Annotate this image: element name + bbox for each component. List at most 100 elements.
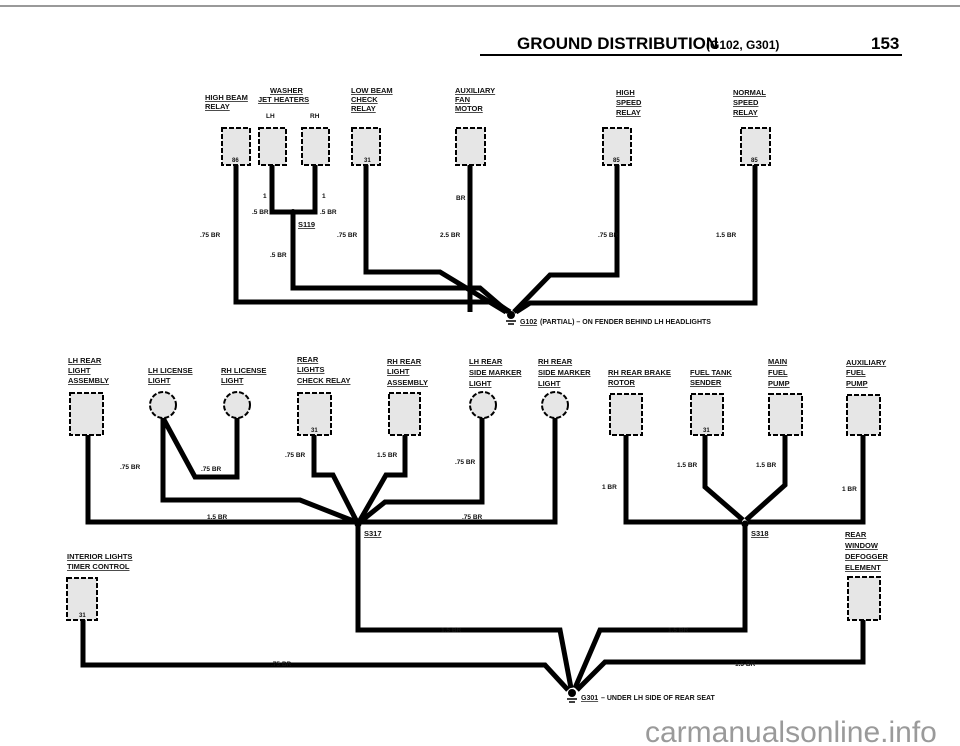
label-text: RH REAR [387,357,422,366]
connector-circle [741,520,749,528]
label-text: 1 BR [602,484,617,491]
label-text: SIDE MARKER [469,368,522,377]
lh-rear-side-marker-light: LH REAR SIDE MARKER LIGHT [469,357,522,419]
washer-rh-box [301,127,330,166]
label-text: BR [456,195,466,202]
component-box [846,394,881,436]
label-text: 2.5 BR [440,232,461,239]
wire [290,212,510,314]
label-text: RELAY [733,108,758,117]
connector-circle [541,391,569,419]
connector-circle [223,391,251,419]
label-text: RH [310,113,320,120]
auxiliary-fan-motor: AUXILIARY FAN MOTOR BR [455,86,495,202]
label-text: PUMP [768,379,790,388]
ground-icon [568,689,576,697]
label-text: LOW BEAM [351,86,393,95]
component-box [847,576,881,621]
rear-lights-check-relay: REAR LIGHTS CHECK RELAY 31 [297,355,350,436]
component-box [388,392,421,436]
label-text: .5 BR [320,209,337,216]
label-text: HIGH BEAM [205,93,248,102]
page-subtitle: (G102, G301) [706,38,779,52]
label-text: 31 [703,428,710,434]
rh-rear-brake-rotor: RH REAR BRAKE ROTOR [608,368,671,436]
label-text: 1.5 BR [735,661,756,668]
label-text: FUEL [846,368,866,377]
wire [160,416,240,480]
wire [360,418,558,525]
label-text: AUXILIARY [455,86,495,95]
label-text: DEFOGGER [845,552,889,561]
label-text: REAR [297,355,319,364]
component-box [69,392,104,436]
ground-g102: G102 (PARTIAL) – ON FENDER BEHIND LH HEA… [506,311,711,326]
label-text: RELAY [616,108,641,117]
splice-s318: S318 [741,520,769,538]
wire [311,435,360,524]
wire [744,435,788,522]
label-text: .75 BR [271,661,292,668]
rh-rear-side-marker-light: RH REAR SIDE MARKER LIGHT [538,357,591,419]
label-text: 1.5 BR [207,514,228,521]
s317-wires [85,416,574,689]
component-box [66,577,98,621]
rh-license-light: RH LICENSE LIGHT [221,366,266,419]
label-text: 1 [322,193,326,200]
label-text: FAN [455,95,470,104]
component-box [221,127,251,166]
splice-s119 [290,209,296,215]
wire [623,435,742,525]
connector-circle [469,391,497,419]
label-text: 1.5 BR [668,627,689,634]
label-text: .75 BR [455,459,476,466]
wire [356,435,408,524]
label-text: 85 [613,158,620,164]
label-text: PUMP [846,379,868,388]
label-text: REAR [845,530,867,539]
wire [80,620,570,692]
label-text: LH LICENSE [148,366,193,375]
label-text: 1.5 BR [716,232,737,239]
label-text: MAIN [768,357,787,366]
label-text: .5 BR [252,209,269,216]
lh-rear-light-assembly: LH REAR LIGHT ASSEMBLY [68,356,109,436]
label-text: S318 [751,529,769,538]
page-title: GROUND DISTRIBUTION [517,34,718,53]
label-text: LH REAR [68,356,102,365]
label-text: 1.5 BR [756,462,777,469]
label-text: 1.5 BR [377,452,398,459]
wire [355,522,574,689]
ground-g301: G301 – UNDER LH SIDE OF REAR SEAT [567,689,716,703]
component-box [690,393,724,436]
washer-lh-box [258,127,287,166]
label-text: TIMER CONTROL [67,562,130,571]
label-text: ROTOR [608,378,636,387]
label-text: 31 [364,158,371,164]
label-text: S119 [298,220,315,229]
wire [363,165,508,315]
label-text: 1 BR [842,486,857,493]
label-text: 31 [311,428,318,434]
label-text: RELAY [205,102,230,111]
high-beam-relay: HIGH BEAM RELAY 86 [205,93,251,166]
label-text: SPEED [616,98,642,107]
label-text: LIGHT [221,376,244,385]
label-text: 31 [79,613,86,619]
label-text: RH REAR [538,357,573,366]
label-text: WINDOW [845,541,879,550]
lh-license-light: LH LICENSE LIGHT [148,366,193,419]
label-text: .75 BR [285,452,306,459]
label-text: LIGHT [538,379,561,388]
label-text: AUXILIARY [846,358,886,367]
label-text: NORMAL [733,88,766,97]
top-wire-labels: .75 BR .5 BR .5 BR .5 BR .75 BR 2.5 BR .… [200,209,737,259]
wire [572,522,748,689]
label-text: G102 [520,319,537,326]
label-text: .75 BR [462,514,483,521]
page-number: 153 [871,34,899,53]
label-text: LH [266,113,275,120]
label-text: – UNDER LH SIDE OF REAR SEAT [601,695,716,702]
label-text: FUEL [768,368,788,377]
